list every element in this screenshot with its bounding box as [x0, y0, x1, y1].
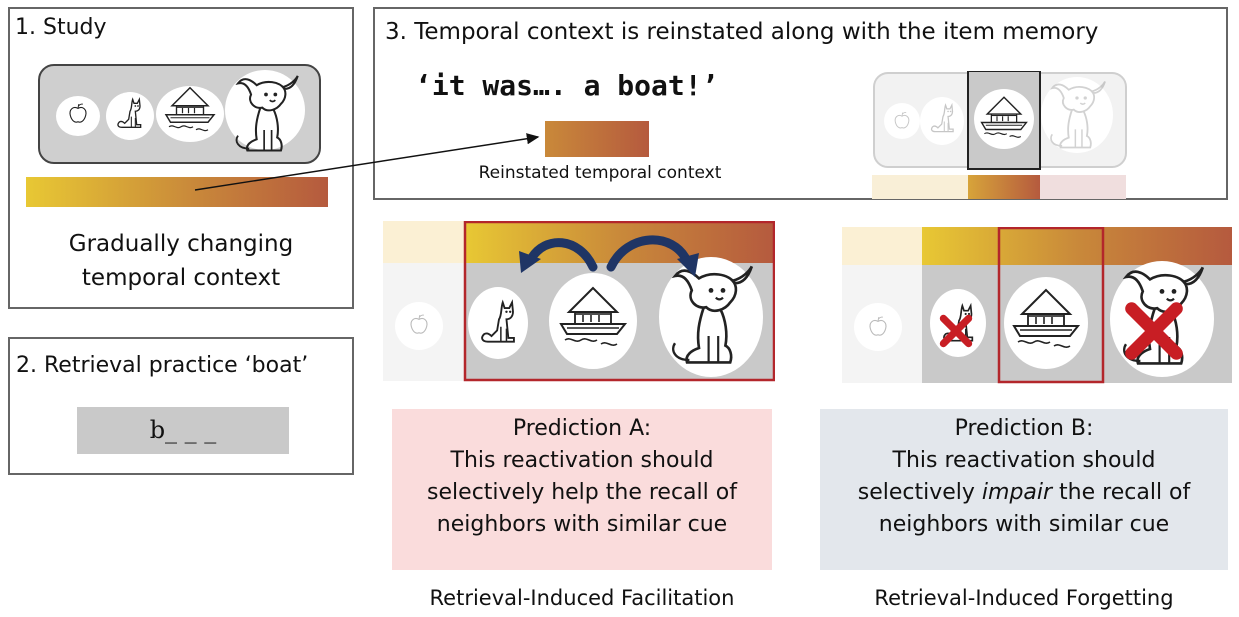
- prediction-a-line2: selectively help the recall of: [427, 480, 737, 505]
- prediction-b-box: Prediction B: This reactivation should s…: [820, 409, 1228, 570]
- facilitation-graphic: [383, 220, 776, 383]
- facilitation-items: [383, 220, 776, 382]
- retrieval-practice-title: 2. Retrieval practice ‘boat’: [16, 353, 309, 378]
- cue-box: b_ _ _: [77, 407, 289, 454]
- prediction-b-line2-pre: selectively: [857, 480, 982, 505]
- prediction-a-box: Prediction A: This reactivation should s…: [392, 409, 772, 570]
- forgetting-label: Retrieval-Induced Forgetting: [874, 586, 1174, 610]
- forgetting-items: [842, 226, 1232, 384]
- prediction-a-line3: neighbors with similar cue: [436, 512, 728, 537]
- prediction-b-line2-emphasis: impair: [981, 480, 1053, 505]
- reinstatement-title: 3. Temporal context is reinstated along …: [385, 19, 1099, 45]
- prediction-b-line2-post: the recall of: [1052, 480, 1191, 505]
- temporal-context-bar: [26, 177, 328, 207]
- prediction-a-heading: Prediction A:: [512, 416, 652, 441]
- prediction-b-line1: This reactivation should: [892, 448, 1156, 473]
- reinstated-context-label: Reinstated temporal context: [478, 163, 722, 183]
- study-caption-line1: Gradually changing: [68, 231, 294, 257]
- facilitation-label: Retrieval-Induced Facilitation: [429, 586, 735, 610]
- study-item-strip: [38, 64, 321, 164]
- prediction-b-line2: selectively impair the recall of: [820, 477, 1228, 509]
- retrieval-practice-panel: 2. Retrieval practice ‘boat’ b_ _ _: [8, 337, 354, 475]
- reinstatement-panel: 3. Temporal context is reinstated along …: [373, 7, 1228, 200]
- cue-text: b_ _ _: [149, 416, 217, 444]
- study-title: 1. Study: [15, 15, 107, 40]
- study-items: [56, 70, 305, 152]
- prediction-b-line3: neighbors with similar cue: [878, 512, 1170, 537]
- prediction-a-line1: This reactivation should: [450, 448, 714, 473]
- recall-quote: ‘it was…. a boat!’: [415, 69, 719, 102]
- forgetting-graphic: [842, 226, 1232, 385]
- reinstated-item-strip: [872, 70, 1129, 199]
- study-panel: 1. Study Gradually changing temporal con…: [8, 7, 354, 309]
- reinstated-context-swatch: [545, 121, 649, 157]
- prediction-b-heading: Prediction B:: [954, 416, 1094, 441]
- reinstated-items: [872, 70, 1127, 199]
- study-caption-line2: temporal context: [81, 265, 281, 291]
